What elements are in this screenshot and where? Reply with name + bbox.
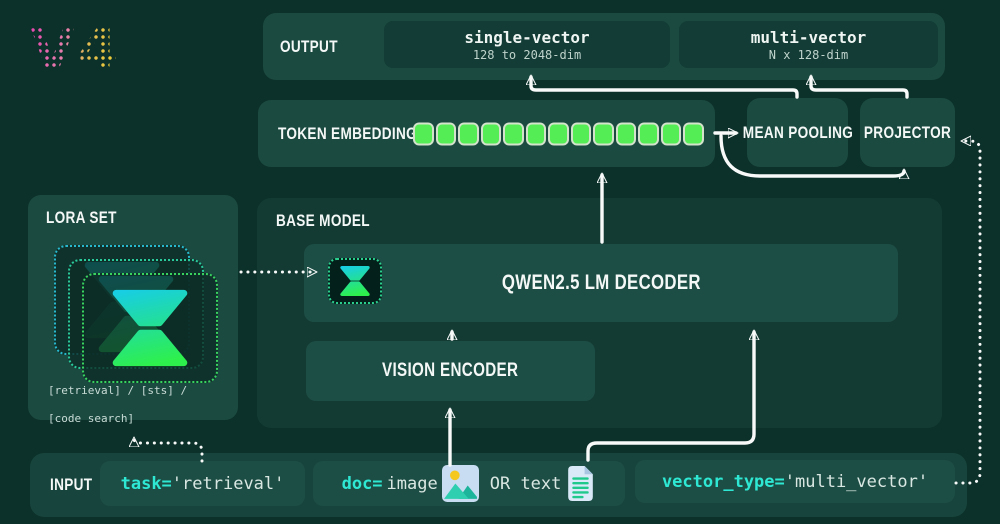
lora-set-panel: LORA SET [retrieval] / [sts] / [code sea… xyxy=(28,195,238,425)
multi-vector-box: multi-vector N x 128-dim xyxy=(679,21,938,68)
multi-vector-title: multi-vector xyxy=(750,27,867,47)
task-param-box: task='retrieval' xyxy=(100,461,305,506)
doc-key: doc= xyxy=(341,473,383,494)
lora-tasks-line1: [retrieval] / [sts] / xyxy=(48,384,188,397)
output-label: OUTPUT xyxy=(280,36,338,56)
token-square xyxy=(413,122,434,145)
single-vector-subtitle: 128 to 2048-dim xyxy=(472,47,582,62)
task-key: task= xyxy=(120,473,172,494)
token-square xyxy=(570,122,591,145)
token-squares xyxy=(413,122,704,145)
token-square xyxy=(480,122,501,145)
v4-logo: V4 xyxy=(30,15,122,83)
lora-tasks-line2: [code search] xyxy=(48,412,135,425)
lora-task-list: [retrieval] / [sts] / [code search] xyxy=(48,384,187,426)
token-embeddings-panel: TOKEN EMBEDDINGS xyxy=(258,100,715,167)
mean-pooling-box: MEAN POOLING xyxy=(742,98,852,167)
task-value: 'retrieval' xyxy=(171,473,285,494)
token-square xyxy=(548,122,569,145)
arrow-projector-to-multi-vector xyxy=(811,77,909,99)
document-icon xyxy=(568,466,594,501)
vision-encoder-box: VISION ENCODER xyxy=(306,341,595,401)
vector-type-key: vector_type= xyxy=(661,471,785,492)
lora-set-label: LORA SET xyxy=(46,208,117,227)
single-vector-box: single-vector 128 to 2048-dim xyxy=(384,21,670,68)
vector-type-param-box: vector_type='multi_vector' xyxy=(635,460,955,503)
vector-type-value: 'multi_vector' xyxy=(784,471,929,492)
token-square xyxy=(435,122,456,145)
token-square xyxy=(458,122,479,145)
lora-adapter-slot xyxy=(328,258,382,304)
single-vector-title: single-vector xyxy=(464,27,590,47)
vision-encoder-label: VISION ENCODER xyxy=(382,360,519,381)
token-embeddings-label: TOKEN EMBEDDINGS xyxy=(278,123,427,143)
hourglass-icon xyxy=(112,289,188,367)
token-square xyxy=(615,122,636,145)
projector-label: PROJECTOR xyxy=(863,122,952,142)
arrow-vector-type-to-projector xyxy=(954,141,982,485)
lora-adapter-card xyxy=(82,273,218,383)
input-panel: INPUT task='retrieval' doc=image OR text xyxy=(30,453,967,517)
input-label: INPUT xyxy=(50,475,93,494)
qwen-decoder-box: QWEN2.5 LM DECODER xyxy=(304,244,898,322)
arrow-mean-pooling-to-single-vector xyxy=(531,77,799,99)
multi-vector-subtitle: N x 128-dim xyxy=(768,47,849,62)
image-icon xyxy=(441,465,479,502)
doc-param-box: doc=image OR text xyxy=(313,461,625,506)
projector-box: PROJECTOR xyxy=(860,98,955,167)
qwen-decoder-label: QWEN2.5 LM DECODER xyxy=(501,271,701,294)
doc-or-text: OR text xyxy=(489,473,562,494)
token-square xyxy=(593,122,614,145)
token-square xyxy=(638,122,659,145)
hourglass-icon xyxy=(340,266,370,296)
token-square xyxy=(683,122,704,145)
token-square xyxy=(525,122,546,145)
doc-value: image xyxy=(386,473,438,494)
output-panel: OUTPUT single-vector 128 to 2048-dim mul… xyxy=(263,13,945,80)
base-model-label: BASE MODEL xyxy=(276,211,370,230)
mean-pooling-label: MEAN POOLING xyxy=(742,122,853,142)
token-square xyxy=(660,122,681,145)
base-model-panel: BASE MODEL QWEN2.5 LM DECODER VISION ENC… xyxy=(257,198,942,428)
token-square xyxy=(503,122,524,145)
